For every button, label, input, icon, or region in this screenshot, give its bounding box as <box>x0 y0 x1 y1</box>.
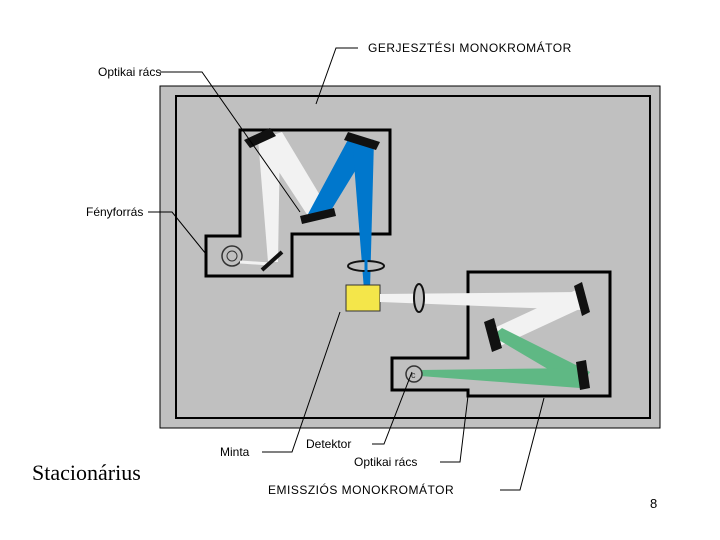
label-grating-bottom: Optikai rács <box>354 455 417 469</box>
detector-icon: c <box>405 365 423 383</box>
mirror-emission-bottom <box>576 360 590 390</box>
label-sample: Minta <box>220 445 250 459</box>
grating-emission <box>484 318 502 352</box>
inner-frame <box>175 95 651 419</box>
emission-white-beam <box>380 292 582 310</box>
emission-lens <box>413 283 425 313</box>
white-beam-source <box>258 138 280 262</box>
lamp-icon <box>221 245 284 272</box>
emission-white-beam-2 <box>490 290 586 346</box>
mirror-emission-top <box>574 282 590 316</box>
sample-cuvette <box>345 284 381 312</box>
white-beam-reflect <box>258 132 330 216</box>
excitation-beam-2 <box>352 138 374 290</box>
label-excitation-monochromator: GERJESZTÉSI MONOKROMÁTOR <box>368 40 572 55</box>
leader-lines <box>148 47 545 491</box>
grating-excitation <box>300 208 336 224</box>
slide-caption: Stacionárius <box>32 460 141 485</box>
label-emission-monochromator: EMISSZIÓS MONOKROMÁTOR <box>268 482 454 497</box>
label-detector: Detektor <box>306 437 351 451</box>
label-light-source: Fényforrás <box>86 205 143 219</box>
page-number: 8 <box>650 496 658 511</box>
grating-top-right <box>344 132 380 150</box>
emission-beam-2 <box>420 368 580 388</box>
label-grating-top: Optikai rács <box>98 65 161 79</box>
svg-text:c: c <box>411 370 416 380</box>
